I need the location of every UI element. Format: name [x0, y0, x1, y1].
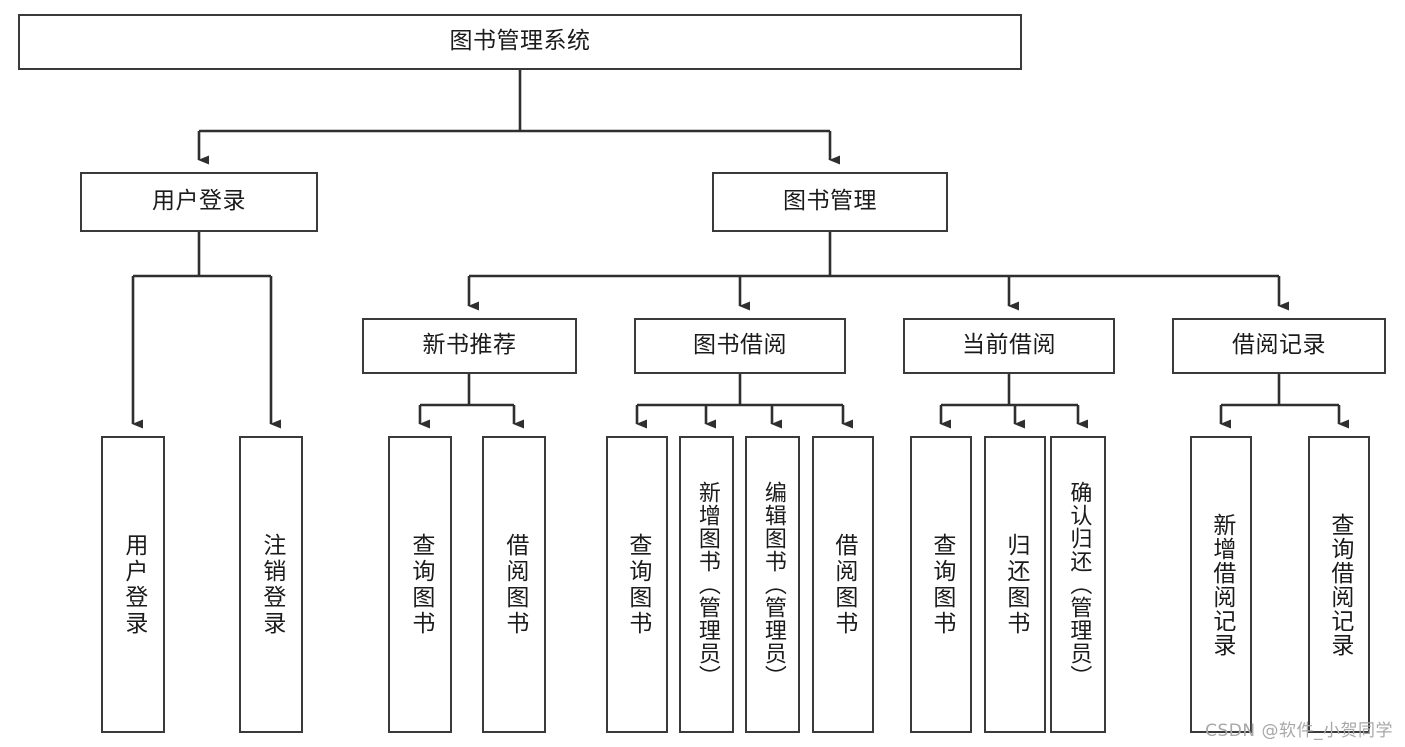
leaf-query-book-newbook[interactable]: 查询图书: [388, 436, 452, 733]
leaf-return-book-label: 归还图书: [1002, 532, 1029, 637]
leaf-borrow-book-newbook-label: 借阅图书: [501, 532, 528, 637]
leaf-edit-book-admin-label: 编辑图书（管理员）: [760, 481, 786, 688]
leaf-borrow-book-newbook[interactable]: 借阅图书: [482, 436, 546, 733]
node-current-borrow-label: 当前借阅: [962, 332, 1056, 359]
leaf-edit-book-admin[interactable]: 编辑图书（管理员）: [745, 436, 800, 733]
leaf-user-login-label: 用户登录: [120, 532, 147, 637]
node-user-login[interactable]: 用户登录: [80, 172, 318, 232]
leaf-add-book-admin-label: 新增图书（管理员）: [694, 481, 720, 688]
leaf-query-borrow-record[interactable]: 查询借阅记录: [1308, 436, 1370, 733]
node-book-borrow-label: 图书借阅: [693, 332, 787, 359]
leaf-query-book-borrow[interactable]: 查询图书: [606, 436, 668, 733]
node-new-book-recommend[interactable]: 新书推荐: [362, 318, 577, 374]
leaf-borrow-book-borrow[interactable]: 借阅图书: [812, 436, 874, 733]
leaf-logout[interactable]: 注销登录: [239, 436, 303, 733]
leaf-query-book-borrow-label: 查询图书: [624, 532, 651, 637]
node-borrow-record[interactable]: 借阅记录: [1172, 318, 1386, 374]
leaf-add-borrow-record[interactable]: 新增借阅记录: [1190, 436, 1252, 733]
node-book-borrow[interactable]: 图书借阅: [634, 318, 846, 374]
csdn-watermark: CSDN @软件_小贺同学: [1205, 721, 1393, 741]
node-user-login-label: 用户登录: [152, 188, 246, 215]
leaf-query-book-current-label: 查询图书: [928, 532, 955, 637]
node-book-management[interactable]: 图书管理: [712, 172, 948, 232]
node-root[interactable]: 图书管理系统: [18, 14, 1022, 70]
leaf-return-book[interactable]: 归还图书: [984, 436, 1046, 733]
node-borrow-record-label: 借阅记录: [1232, 332, 1326, 359]
leaf-logout-label: 注销登录: [258, 532, 285, 637]
leaf-borrow-book-borrow-label: 借阅图书: [830, 532, 857, 637]
node-new-book-recommend-label: 新书推荐: [422, 332, 517, 359]
node-current-borrow[interactable]: 当前借阅: [903, 318, 1115, 374]
leaf-query-book-current[interactable]: 查询图书: [910, 436, 972, 733]
leaf-add-book-admin[interactable]: 新增图书（管理员）: [679, 436, 734, 733]
leaf-query-borrow-record-label: 查询借阅记录: [1326, 512, 1353, 657]
leaf-confirm-return-admin[interactable]: 确认归还（管理员）: [1050, 436, 1106, 733]
node-book-management-label: 图书管理: [783, 188, 877, 215]
leaf-user-login[interactable]: 用户登录: [101, 436, 165, 733]
leaf-add-borrow-record-label: 新增借阅记录: [1208, 512, 1235, 657]
leaf-query-book-newbook-label: 查询图书: [407, 532, 434, 637]
node-root-label: 图书管理系统: [449, 28, 591, 55]
leaf-confirm-return-admin-label: 确认归还（管理员）: [1066, 481, 1092, 688]
